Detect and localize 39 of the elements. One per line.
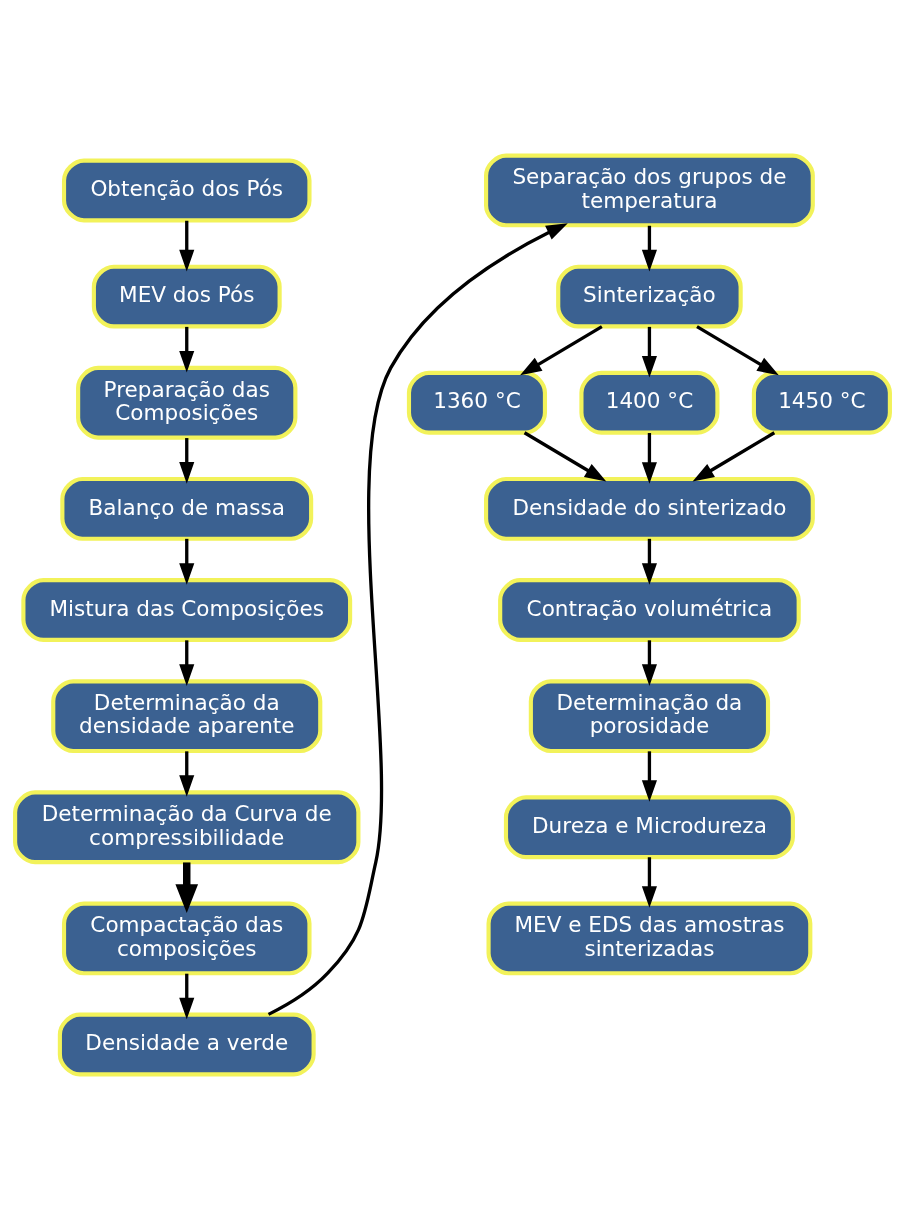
arrow xyxy=(641,538,657,585)
arrow xyxy=(523,431,607,482)
arrow xyxy=(179,640,195,686)
node-box: Densidade do sinterizado xyxy=(484,476,815,541)
arrow xyxy=(641,640,657,686)
node-box: 1400 °C xyxy=(579,370,720,435)
arrow xyxy=(520,325,603,376)
node-box: 1360 °C xyxy=(406,370,548,435)
node-box: Compactação das composições xyxy=(61,901,312,976)
node-box: Contração volumétrica xyxy=(498,578,801,642)
arrow xyxy=(641,751,657,802)
arrow xyxy=(267,223,568,1016)
arrow xyxy=(696,325,779,376)
node-box: Dureza e Microdureza xyxy=(503,795,795,860)
arrow xyxy=(641,326,657,378)
arrow xyxy=(641,225,657,272)
node-box: Determinação da porosidade xyxy=(528,679,771,754)
arrow xyxy=(179,751,195,797)
node-box: Determinação da densidade aparente xyxy=(51,679,323,754)
arrow xyxy=(692,431,776,482)
node-box: Mistura das Composições xyxy=(21,578,353,642)
arrow xyxy=(179,438,195,484)
arrow xyxy=(179,220,195,272)
arrow xyxy=(641,433,657,484)
node-box: MEV dos Pós xyxy=(91,264,282,329)
node-box: Balanço de massa xyxy=(60,476,314,541)
node-box: Obtenção dos Pós xyxy=(61,158,312,223)
arrow xyxy=(179,973,195,1020)
node-box: Sinterização xyxy=(556,264,743,329)
node-box: Densidade a verde xyxy=(57,1012,316,1077)
node-box: Preparação das Composições xyxy=(76,365,298,440)
node-box: MEV e EDS das amostras sinterizadas xyxy=(486,901,813,976)
arrow xyxy=(179,326,195,373)
arrow xyxy=(175,862,199,914)
node-box: 1450 °C xyxy=(751,370,892,435)
arrow xyxy=(179,538,195,585)
node-box: Determinação da Curva de compressibilidade xyxy=(13,790,361,865)
node-box: Separação dos grupos de temperatura xyxy=(484,153,815,228)
arrow xyxy=(641,857,657,908)
